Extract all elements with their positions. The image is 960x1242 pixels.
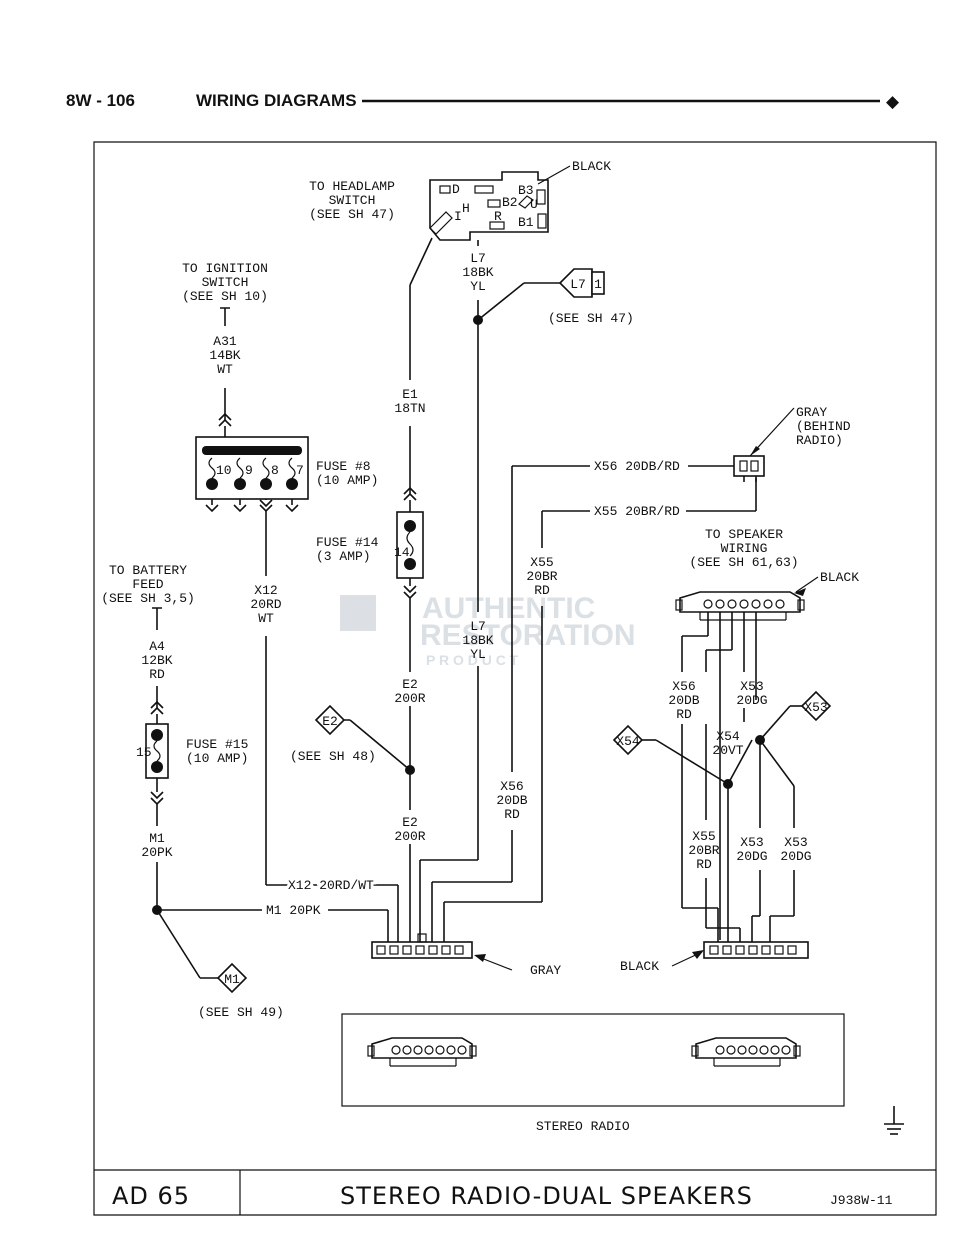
radio-connector-black	[703, 941, 809, 959]
footer-page: AD 65	[112, 1182, 190, 1210]
fuse15-bottom-chevron-icon	[150, 791, 164, 806]
stereo-radio-box	[341, 1013, 845, 1107]
svg-text:1: 1	[594, 277, 602, 292]
svg-text:L7: L7	[570, 277, 586, 292]
fuse-block: 10 9 8 7	[195, 436, 309, 500]
fuse14-bottom-chevron-icon	[403, 585, 417, 600]
wire-x55-h-label: X55 20BR/RD	[594, 504, 680, 519]
m1-splice-tag: M1	[216, 962, 248, 994]
e2-splice-tag: E2	[314, 704, 346, 736]
svg-text:I: I	[454, 209, 462, 224]
fuse15-top-chevron-icon	[150, 700, 164, 715]
m1-splice-ref: (SEE SH 49)	[198, 1005, 284, 1020]
watermark-logo	[340, 595, 376, 631]
svg-text:X53: X53	[804, 700, 827, 715]
radio-gray-label: GRAY	[530, 963, 561, 978]
fuse-8-label: FUSE #8(10 AMP)	[316, 459, 378, 488]
radio-socket-right	[691, 1037, 801, 1067]
section-title: WIRING DIAGRAMS	[196, 91, 357, 110]
footer-code: J938W-11	[830, 1193, 893, 1208]
fuse-block-terminals-icon	[205, 499, 299, 513]
wire-m1-h-label: M1 20PK	[266, 903, 321, 918]
fuse-15: 15	[136, 723, 169, 779]
l7-splice-tag: L7 1	[558, 268, 605, 298]
svg-text:U: U	[530, 197, 538, 212]
fuse14-top-chevron-icon	[403, 486, 417, 501]
svg-text:R: R	[494, 209, 502, 224]
footer-title: STEREO RADIO-DUAL SPEAKERS	[340, 1182, 753, 1210]
watermark: AUTHENTIC RESTORATION P R O D U C T	[340, 592, 636, 668]
svg-text:M1: M1	[224, 972, 240, 987]
svg-text:10: 10	[216, 463, 232, 478]
svg-text:15: 15	[136, 745, 152, 760]
svg-text:B2: B2	[502, 195, 518, 210]
gray-behind-radio-connector	[733, 455, 765, 482]
speaker-wiring-connector	[675, 591, 805, 621]
wire-x12-h-label: X12 20RD/WT	[288, 878, 374, 893]
stereo-radio-label: STEREO RADIO	[536, 1119, 630, 1134]
fuse-15-label: FUSE #15(10 AMP)	[186, 737, 248, 766]
svg-text:8: 8	[271, 463, 279, 478]
svg-text:7: 7	[296, 463, 304, 478]
fuse-14: 14	[394, 511, 424, 579]
speaker-black-label: BLACK	[820, 570, 859, 585]
radio-connector-gray	[371, 933, 473, 959]
headlamp-switch-connector: D B3 B2 U I H R B1	[429, 171, 549, 241]
ignition-terminal-icon	[220, 307, 230, 314]
svg-text:E2: E2	[322, 714, 338, 729]
svg-text:D: D	[452, 182, 460, 197]
page-number: 8W - 106	[66, 91, 135, 110]
radio-socket-left	[367, 1037, 477, 1067]
fuse-14-label: FUSE #14(3 AMP)	[316, 535, 379, 564]
x54-splice-tag: X54	[612, 724, 644, 756]
svg-text:B3: B3	[518, 183, 534, 198]
x53-splice-tag: X53	[800, 690, 832, 722]
headlamp-connector-color: BLACK	[572, 159, 611, 174]
black-leader	[537, 165, 571, 185]
battery-terminal-icon	[152, 607, 162, 614]
svg-text:H: H	[462, 201, 470, 216]
watermark-line-3: P R O D U C T	[426, 652, 519, 668]
diagram-frame	[93, 141, 937, 1216]
svg-text:B1: B1	[518, 215, 534, 230]
e2-splice-ref: (SEE SH 48)	[290, 749, 376, 764]
ground-icon	[884, 1106, 904, 1135]
wire-x56-h-label: X56 20DB/RD	[594, 459, 680, 474]
connector-chevron-icon	[218, 412, 232, 427]
header-bullet: ◆	[886, 92, 900, 111]
svg-text:X54: X54	[616, 734, 640, 749]
radio-black-label: BLACK	[620, 959, 659, 974]
svg-text:14: 14	[394, 545, 410, 560]
svg-text:9: 9	[245, 463, 253, 478]
l7-splice-ref: (SEE SH 47)	[548, 311, 634, 326]
watermark-line-1: AUTHENTIC	[422, 592, 595, 625]
watermark-line-2: RESTORATION	[420, 619, 636, 652]
